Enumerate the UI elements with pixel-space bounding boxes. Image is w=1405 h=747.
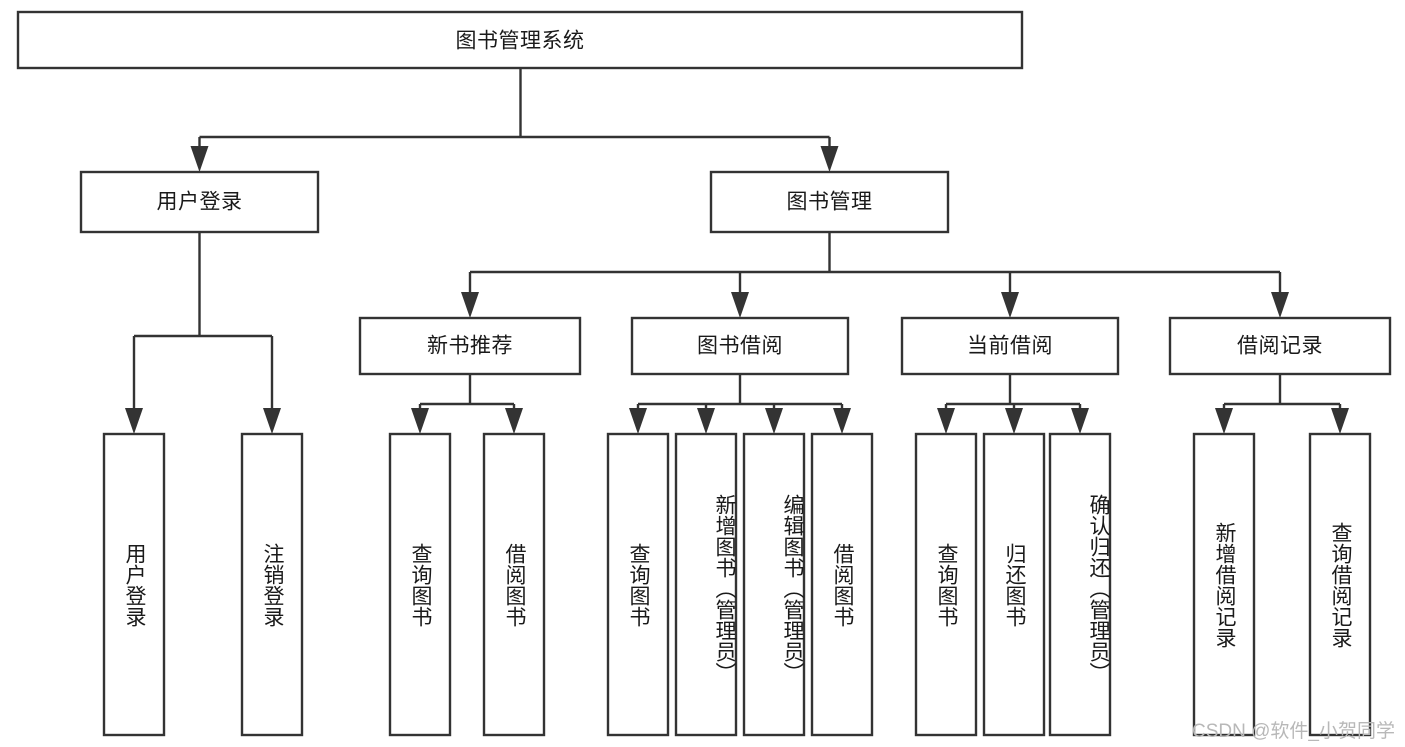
leaf-box-borrow-book-new[interactable] xyxy=(482,432,546,737)
node-root-system-box[interactable] xyxy=(16,10,1024,70)
arrowhead-root-to-user-login xyxy=(190,146,209,172)
arrowhead-user-login-leaf-2 xyxy=(263,408,281,434)
node-current-borrow-box[interactable] xyxy=(900,316,1120,376)
node-borrow-records-box[interactable] xyxy=(1168,316,1392,376)
arrowhead-borrow-leaf-3 xyxy=(765,408,783,434)
node-root-system[interactable]: 图书管理系统 xyxy=(16,10,1024,70)
leaf-box-user-login[interactable] xyxy=(102,432,166,737)
leaf-box-add-borrow-record[interactable] xyxy=(1192,432,1256,737)
node-book-management-label: 图书管理 xyxy=(787,191,873,214)
leaf-box-return-book[interactable] xyxy=(982,432,1046,737)
leaf-box-edit-book-admin[interactable] xyxy=(742,432,806,737)
leaf-box-query-book-new[interactable] xyxy=(388,432,452,737)
leaf-box-add-book-admin[interactable] xyxy=(674,432,738,737)
node-root-system-label: 图书管理系统 xyxy=(456,30,585,53)
node-book-management[interactable]: 图书管理 xyxy=(709,170,950,234)
node-book-management-box[interactable] xyxy=(709,170,950,234)
leaf-box-confirm-return-admin[interactable] xyxy=(1048,432,1112,737)
node-current-borrow-label: 当前借阅 xyxy=(967,335,1053,358)
node-borrow-records-label: 借阅记录 xyxy=(1237,335,1323,358)
arrowhead-book-mgmt-to-current xyxy=(1001,292,1019,318)
node-book-borrow[interactable]: 图书借阅 xyxy=(630,316,850,376)
arrowhead-borrow-leaf-2 xyxy=(697,408,715,434)
node-book-borrow-label: 图书借阅 xyxy=(697,335,783,358)
arrowhead-borrow-leaf-4 xyxy=(833,408,851,434)
arrowhead-records-leaf-2 xyxy=(1331,408,1349,434)
leaf-box-borrow-book[interactable] xyxy=(810,432,874,737)
node-user-login[interactable]: 用户登录 xyxy=(79,170,320,234)
node-user-login-box[interactable] xyxy=(79,170,320,234)
leaf-box-query-book-borrow[interactable] xyxy=(606,432,670,737)
node-user-login-label: 用户登录 xyxy=(157,191,243,214)
arrowhead-current-leaf-1 xyxy=(937,408,955,434)
arrowhead-book-mgmt-to-borrow xyxy=(731,292,749,318)
node-new-book-recommend-box[interactable] xyxy=(358,316,582,376)
arrowhead-records-leaf-1 xyxy=(1215,408,1233,434)
csdn-watermark: CSDN @软件_小贺同学 xyxy=(1192,721,1395,742)
arrowhead-new-books-leaf-1 xyxy=(411,408,429,434)
leaf-box-logout[interactable] xyxy=(240,432,304,737)
node-current-borrow[interactable]: 当前借阅 xyxy=(900,316,1120,376)
node-new-book-recommend[interactable]: 新书推荐 xyxy=(358,316,582,376)
arrowhead-book-mgmt-to-new-books xyxy=(461,292,479,318)
node-book-borrow-box[interactable] xyxy=(630,316,850,376)
arrowhead-borrow-leaf-1 xyxy=(629,408,647,434)
node-borrow-records[interactable]: 借阅记录 xyxy=(1168,316,1392,376)
leaf-box-query-borrow-record[interactable] xyxy=(1308,432,1372,737)
connector-layer xyxy=(125,68,1349,434)
arrowhead-book-mgmt-to-records xyxy=(1271,292,1289,318)
leaf-box-query-book-current[interactable] xyxy=(914,432,978,737)
arrowhead-root-to-book-mgmt xyxy=(820,146,839,172)
leaf-box-layer xyxy=(102,432,1372,737)
arrowhead-user-login-leaf-1 xyxy=(125,408,143,434)
arrowhead-new-books-leaf-2 xyxy=(505,408,523,434)
arrowhead-current-leaf-2 xyxy=(1005,408,1023,434)
node-new-book-recommend-label: 新书推荐 xyxy=(427,335,513,358)
arrowhead-current-leaf-3 xyxy=(1071,408,1089,434)
